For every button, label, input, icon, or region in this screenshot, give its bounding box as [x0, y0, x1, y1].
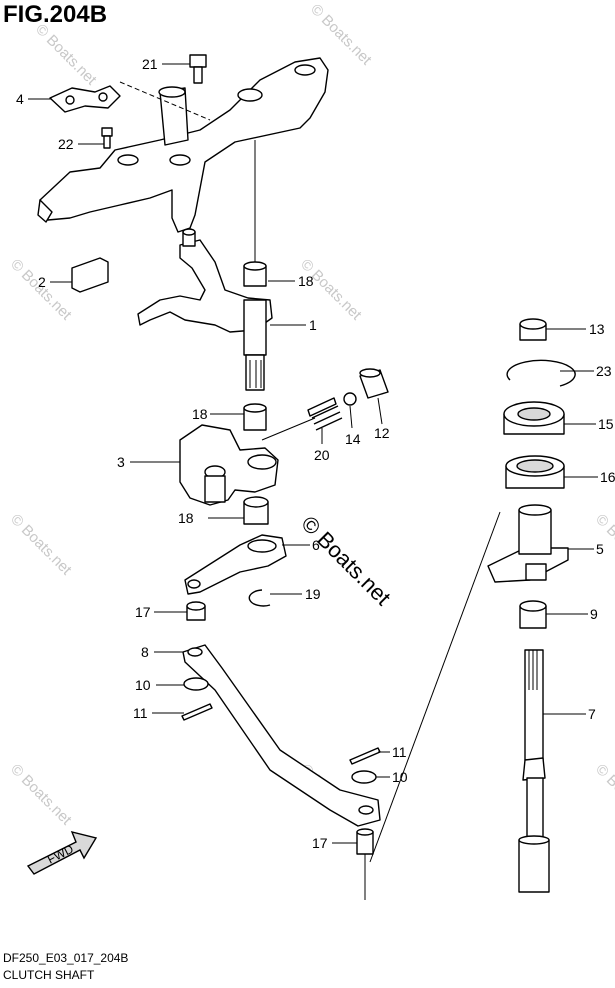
callout-7: 7 [588, 706, 596, 722]
callout-3: 3 [117, 454, 125, 470]
callout-1: 1 [309, 317, 317, 333]
cotter-pin-11-upper [181, 703, 213, 721]
figure-title: FIG.204B [3, 1, 107, 28]
callout-9: 9 [590, 606, 598, 622]
figure-code: DF250_E03_017_204B [3, 951, 128, 965]
spring-20 [261, 397, 343, 441]
callout-13: 13 [589, 321, 605, 337]
bushing-17-upper [186, 601, 206, 621]
figure-caption: CLUTCH SHAFT [3, 968, 95, 982]
lever-6 [184, 534, 287, 595]
callout-11: 11 [133, 705, 148, 721]
callout-21: 21 [142, 56, 158, 72]
ering-19 [248, 589, 271, 607]
callout-10: 10 [392, 769, 408, 785]
bushing-18-middle [243, 403, 267, 431]
bushing-9 [519, 600, 547, 629]
bearing-15 [503, 401, 565, 435]
shift-bracket [37, 57, 329, 233]
screw-22 [101, 127, 113, 149]
callout-19: 19 [305, 586, 321, 602]
callout-2: 2 [38, 274, 46, 290]
bushing-18-lower [243, 496, 269, 525]
callout-14: 14 [345, 431, 361, 447]
clutch-shaft-7 [518, 649, 550, 893]
callout-22: 22 [58, 136, 74, 152]
callout-12: 12 [374, 425, 390, 441]
housing-3 [179, 424, 279, 506]
watermark: © Boats.net [297, 256, 365, 324]
watermark: © Boats.net [592, 761, 615, 829]
fwd-arrow-icon: FWD [26, 830, 98, 875]
clip-2 [71, 257, 109, 293]
callout-11: 11 [392, 744, 407, 760]
shaft-holder-5 [487, 504, 569, 583]
callout-18: 18 [298, 273, 314, 289]
washer-10-lower [351, 770, 377, 784]
callout-16: 16 [600, 469, 615, 485]
callout-labels: 21 4 22 2 18 1 18 3 20 14 12 18 6 19 17 … [16, 56, 615, 851]
callout-15: 15 [598, 416, 614, 432]
washer-10-upper [183, 677, 209, 691]
callout-20: 20 [314, 447, 330, 463]
watermark: © Boats.net [7, 511, 75, 579]
cotter-pin-11-lower [349, 747, 381, 765]
ball-14 [343, 392, 357, 406]
axis-line [369, 511, 501, 863]
plate-4 [49, 85, 121, 113]
callout-6: 6 [312, 537, 320, 553]
watermark: © Boats.net [32, 21, 100, 89]
seal-16 [505, 455, 565, 489]
bushing-18-upper [243, 261, 267, 287]
callout-18: 18 [192, 406, 208, 422]
callout-17: 17 [135, 604, 151, 620]
bushing-17-lower [356, 828, 374, 855]
callout-leaders [28, 63, 598, 844]
callout-23: 23 [596, 363, 612, 379]
callout-18: 18 [178, 510, 194, 526]
circlip-23 [506, 359, 576, 387]
shift-lever-1 [137, 228, 273, 391]
callout-17: 17 [312, 835, 328, 851]
link-rod-8 [182, 644, 381, 827]
cap-12 [359, 368, 389, 399]
callout-4: 4 [16, 91, 24, 107]
callout-8: 8 [141, 644, 149, 660]
bolt-21 [189, 54, 207, 84]
plug-13 [519, 318, 547, 341]
watermark: © Boats.net [7, 761, 75, 829]
callout-5: 5 [596, 541, 604, 557]
callout-10: 10 [135, 677, 151, 693]
